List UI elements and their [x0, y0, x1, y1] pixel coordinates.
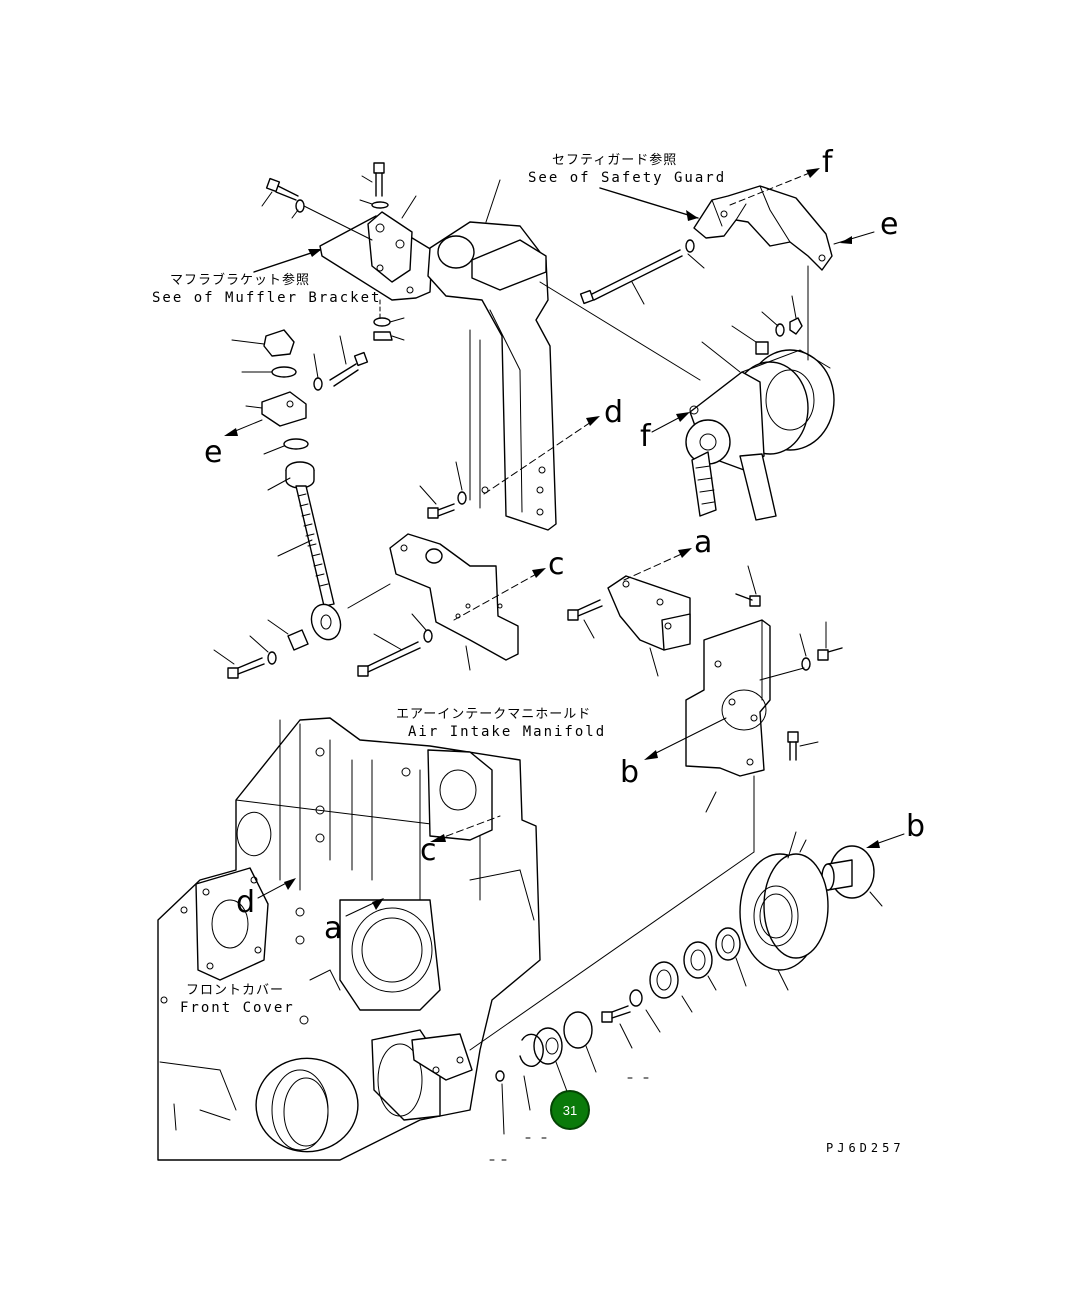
shaft: [821, 845, 883, 907]
alternator: [685, 349, 835, 521]
adjusting-rod: [277, 485, 391, 641]
note-intake-jp: エアーインテークマニホールド: [396, 707, 591, 722]
note-front-cover-jp: フロントカバー: [186, 983, 284, 998]
cap: [533, 1027, 569, 1095]
large-bracket-b: [685, 619, 771, 777]
note-muffler-en: See of Muffler Bracket: [152, 290, 381, 306]
arrowhead: [284, 878, 296, 890]
note-safety-guard-jp: セフティガード参照: [552, 152, 677, 168]
arrowhead: [372, 898, 384, 910]
ref-letter-b-mid: b: [620, 755, 639, 790]
ref-letter-e-right: e: [880, 207, 898, 242]
left-hardware: [231, 329, 369, 491]
bolts-bracket-b: [705, 565, 843, 853]
arrowhead: [866, 840, 880, 848]
callout-number: 31: [563, 1103, 577, 1118]
arrowhead: [224, 428, 238, 436]
leader-muffler: [253, 249, 321, 273]
leader-assembly-axis: [469, 851, 755, 1051]
arrowhead: [840, 236, 852, 244]
pulley-bolt: [601, 1005, 633, 1049]
bearing-set: [629, 927, 747, 1033]
bolt-bracket-lower: [419, 461, 467, 519]
leader-safety-guard: [599, 187, 699, 219]
leader-f-top: [729, 171, 813, 206]
ref-letter-f-top: f: [822, 145, 834, 180]
ref-letter-a-bottom: a: [324, 911, 342, 946]
arrowhead: [678, 548, 692, 558]
small-bracket-a: [607, 575, 691, 651]
arrowhead: [676, 412, 690, 422]
plug: [495, 1070, 505, 1135]
ref-letter-b-bottom: b: [906, 809, 925, 844]
ref-letter-e-left: e: [204, 435, 222, 470]
ref-letter-f-left: f: [640, 419, 652, 454]
ref-letter-a-top: a: [694, 525, 712, 560]
engine-block: [157, 717, 541, 1161]
note-muffler-jp: マフラブラケット参照: [170, 272, 310, 288]
arrowhead: [644, 750, 658, 760]
drawing-code: PJ6D257: [826, 1141, 905, 1155]
arrowhead: [430, 834, 446, 842]
pulley: [739, 831, 829, 991]
ref-letter-d-bottom: d: [236, 885, 255, 920]
leader-c-top: [453, 571, 541, 621]
arrowhead: [806, 168, 820, 178]
tension-bracket: [389, 533, 519, 661]
bolt-bracket-a: [567, 599, 659, 677]
ref-letter-c-top: c: [548, 547, 565, 582]
dash-marks: [489, 1077, 649, 1161]
safety-guard: [693, 185, 833, 271]
arrowhead: [686, 210, 698, 221]
main-mounting-bracket: [427, 221, 557, 531]
bolt-tension: [357, 613, 471, 677]
note-front-cover-en: Front Cover: [180, 1000, 295, 1016]
arrowhead: [308, 249, 322, 257]
long-bolt-guard: [579, 239, 705, 305]
leader-c-bottom: [435, 815, 501, 841]
snap-ring: [519, 1033, 544, 1111]
leader-to-alternator: [539, 281, 701, 381]
rod-fasteners: [213, 619, 309, 679]
leader-bracket: [485, 179, 501, 223]
bolts-muffler: [261, 162, 417, 341]
muffler-bracket-plate: [319, 211, 433, 301]
leader-a-top: [623, 551, 687, 581]
o-ring: [563, 1011, 597, 1073]
arrowhead: [532, 568, 546, 578]
ref-letter-c-bottom: c: [420, 833, 437, 868]
arrowhead: [586, 416, 600, 426]
leader-d-top: [483, 419, 595, 495]
ref-letter-d-top: d: [604, 395, 623, 430]
alternator-fasteners: [701, 295, 803, 373]
note-intake-en: Air Intake Manifold: [408, 724, 606, 740]
callout-badge-31[interactable]: 31: [550, 1090, 590, 1130]
note-safety-guard-en: See of Safety Guard: [528, 170, 726, 186]
leader-b-mid: [649, 717, 727, 757]
leader-e-right: [833, 231, 875, 245]
